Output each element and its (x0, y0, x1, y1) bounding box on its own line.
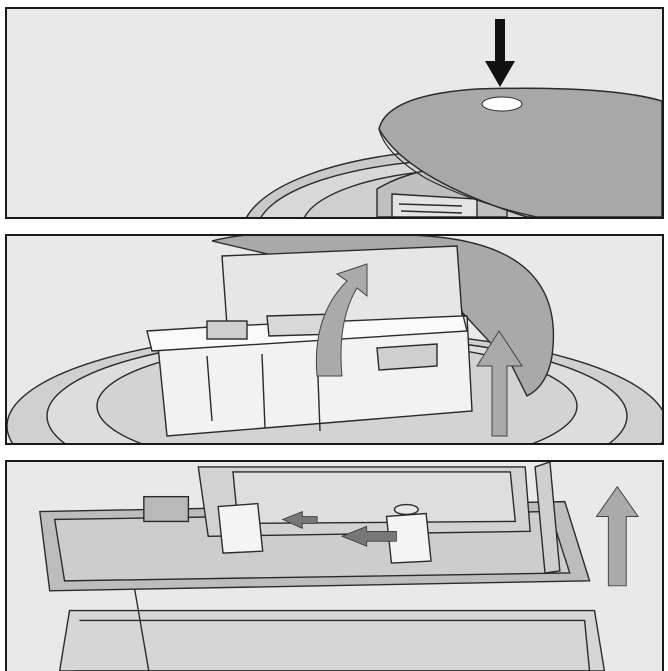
step-2-illustration (7, 236, 662, 443)
curved-up-arrow-icon (315, 263, 368, 377)
step-3-illustration (10, 462, 659, 671)
step-3-panel (5, 460, 664, 671)
up-arrow-icon (476, 330, 523, 437)
down-arrow-icon (485, 19, 515, 87)
lid-button (481, 96, 523, 112)
filter-tray (39, 462, 591, 592)
lid (378, 87, 662, 217)
step-1-panel (5, 7, 664, 219)
open-lid (211, 236, 555, 397)
step-2-panel (5, 234, 664, 445)
up-arrow-icon (595, 485, 640, 587)
step-1-illustration (7, 9, 662, 217)
left-arrow-icon (281, 510, 397, 547)
